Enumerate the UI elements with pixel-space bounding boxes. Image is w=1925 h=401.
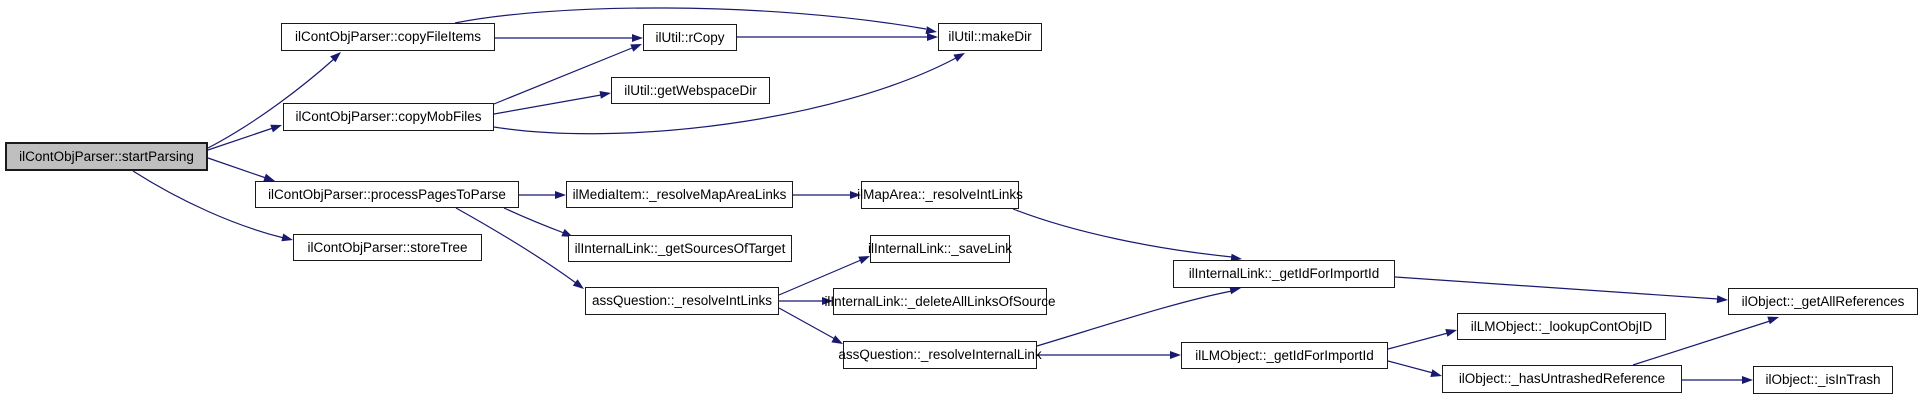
edge-startParsing-copyFileItems bbox=[207, 52, 341, 149]
graph-node-copyFileItems[interactable]: ilContObjParser::copyFileItems bbox=[281, 23, 495, 51]
edge-assQResolveInternalLink-ilGetIdForImportId bbox=[1036, 286, 1241, 347]
graph-node-isInTrash[interactable]: ilObject::_isInTrash bbox=[1753, 366, 1893, 394]
edge-copyFileItems-rCopy bbox=[495, 34, 643, 42]
edge-lmGetIdForImportId-lookupContObjID bbox=[1387, 329, 1457, 350]
graph-node-getSourcesOfTarget[interactable]: ilInternalLink::_getSourcesOfTarget bbox=[568, 235, 792, 262]
edge-mapAreaResolveIntLinks-ilGetIdForImportId bbox=[1012, 208, 1242, 262]
graph-node-startParsing[interactable]: ilContObjParser::startParsing bbox=[5, 142, 208, 171]
graph-node-saveLink[interactable]: ilInternalLink::_saveLink bbox=[868, 235, 1012, 263]
graph-node-getWebspaceDir[interactable]: ilUtil::getWebspaceDir bbox=[611, 77, 770, 104]
graph-node-deleteAllLinksOfSource[interactable]: ilInternalLink::_deleteAllLinksOfSource bbox=[824, 288, 1056, 315]
edge-ilGetIdForImportId-getAllReferences bbox=[1394, 276, 1728, 304]
graph-node-hasUntrashedReference[interactable]: ilObject::_hasUntrashedReference bbox=[1442, 365, 1682, 393]
edge-processPagesToParse-getSourcesOfTarget bbox=[503, 207, 573, 237]
graph-node-storeTree[interactable]: ilContObjParser::storeTree bbox=[293, 234, 482, 261]
edge-copyMobFiles-getWebspaceDir bbox=[493, 91, 611, 115]
edge-lmGetIdForImportId-hasUntrashedReference bbox=[1387, 360, 1442, 377]
edge-assQResolveInternalLink-lmGetIdForImportId bbox=[1037, 351, 1181, 359]
graph-node-lookupContObjID[interactable]: ilLMObject::_lookupContObjID bbox=[1457, 313, 1666, 340]
edge-processPagesToParse-resolveMapAreaLinks bbox=[519, 191, 566, 199]
graph-node-processPagesToParse[interactable]: ilContObjParser::processPagesToParse bbox=[255, 181, 519, 208]
graph-node-assQResolveInternalLink[interactable]: assQuestion::_resolveInternalLink bbox=[838, 341, 1042, 369]
graph-node-lmGetIdForImportId[interactable]: ilLMObject::_getIdForImportId bbox=[1181, 342, 1388, 369]
graph-node-mapAreaResolveIntLinks[interactable]: ilMapArea::_resolveIntLinks bbox=[857, 181, 1023, 209]
edge-resolveMapAreaLinks-mapAreaResolveIntLinks bbox=[793, 191, 861, 199]
edge-hasUntrashedReference-isInTrash bbox=[1682, 376, 1753, 384]
edge-rCopy-makeDir bbox=[737, 33, 938, 41]
graph-node-copyMobFiles[interactable]: ilContObjParser::copyMobFiles bbox=[283, 103, 494, 131]
graph-node-ilGetIdForImportId[interactable]: ilInternalLink::_getIdForImportId bbox=[1173, 260, 1395, 288]
edge-startParsing-copyMobFiles bbox=[207, 124, 282, 151]
graph-node-rCopy[interactable]: ilUtil::rCopy bbox=[643, 24, 737, 51]
graph-node-makeDir[interactable]: ilUtil::makeDir bbox=[938, 23, 1042, 51]
graph-node-getAllReferences[interactable]: ilObject::_getAllReferences bbox=[1728, 288, 1918, 315]
graph-node-resolveMapAreaLinks[interactable]: ilMediaItem::_resolveMapAreaLinks bbox=[566, 181, 793, 208]
graph-node-assQResolveIntLinks[interactable]: assQuestion::_resolveIntLinks bbox=[585, 287, 779, 315]
edge-startParsing-processPagesToParse bbox=[207, 157, 275, 182]
